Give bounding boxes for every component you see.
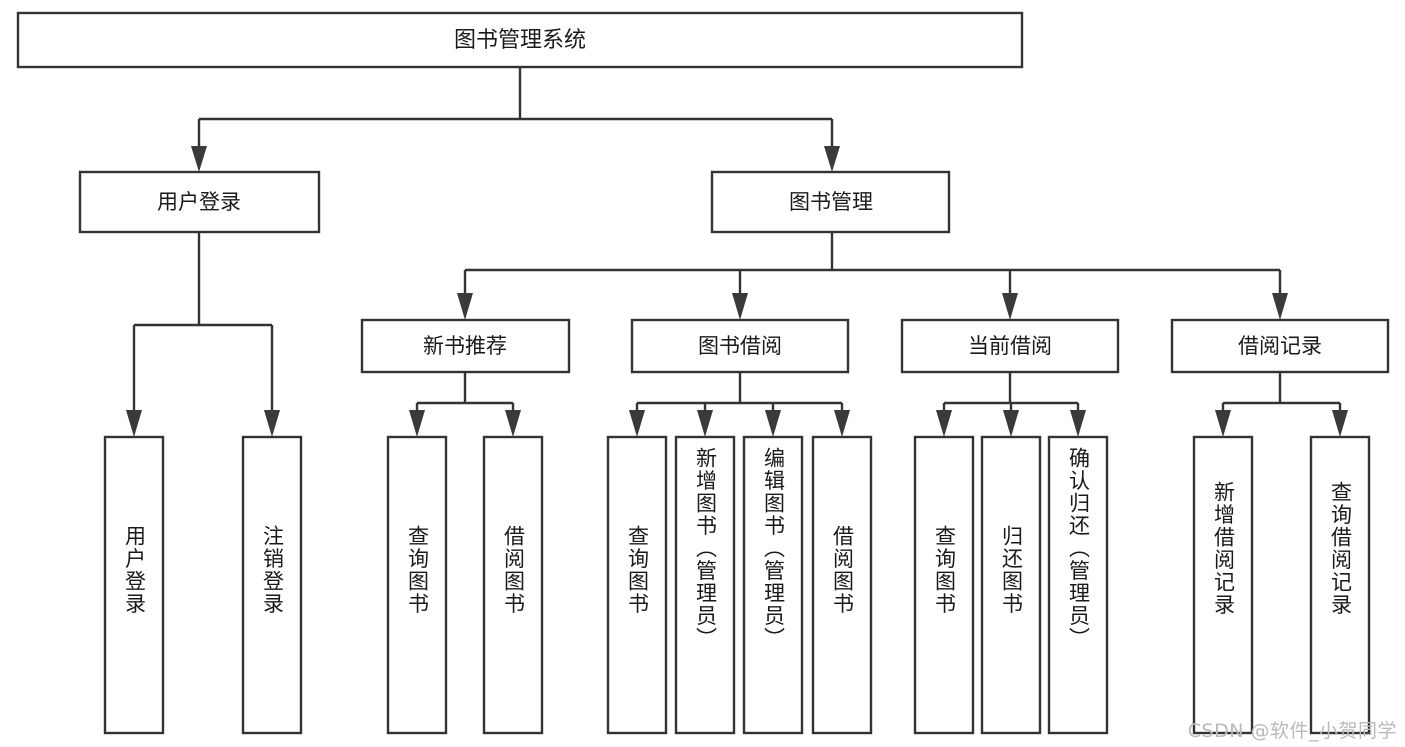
connector-group-book-mgmt: [457, 232, 1288, 320]
node-root-box[interactable]: [16, 11, 1024, 69]
node-borrow-record-label: 借阅记录: [1238, 334, 1322, 358]
leaf-box-new-book-1[interactable]: [386, 435, 448, 735]
arrow-head-book-mgmt: [824, 146, 840, 172]
node-new-book-recommend[interactable]: 新书推荐: [360, 318, 571, 374]
connector-group-user-login: [126, 232, 280, 437]
node-new-book-recommend-label: 新书推荐: [423, 334, 507, 358]
leaf-box-user-login-1[interactable]: [103, 435, 165, 735]
arrow-head-current-borrow: [1002, 293, 1018, 320]
node-current-borrow-label: 当前借阅: [968, 334, 1052, 358]
leaf-boxes-borrow-record: [1192, 435, 1371, 735]
node-book-borrow-label: 图书借阅: [698, 334, 782, 358]
arrow-head-bb-child-2: [697, 410, 713, 437]
leaf-boxes-new-book: [386, 435, 544, 735]
arrow-head-user-login: [191, 146, 207, 172]
connector-group-root: [191, 67, 840, 172]
leaf-boxes-book-borrow: [606, 435, 873, 735]
arrow-head-cb-child-3: [1070, 410, 1086, 437]
node-borrow-record[interactable]: 借阅记录: [1170, 318, 1390, 374]
leaf-box-current-borrow-1[interactable]: [913, 435, 975, 735]
leaf-box-user-login-2[interactable]: [241, 435, 303, 735]
arrow-head-cb-child-1: [936, 410, 952, 437]
arrow-head-ul-child-2: [264, 410, 280, 437]
arrow-head-nb-child-1: [409, 410, 425, 437]
leaf-box-current-borrow-2[interactable]: [980, 435, 1042, 735]
node-user-login-box[interactable]: [78, 170, 321, 234]
connector-group-current-borrow: [936, 372, 1086, 437]
node-borrow-record-box[interactable]: [1170, 318, 1390, 374]
connector-group-book-borrow: [629, 372, 850, 437]
leaf-box-book-borrow-2[interactable]: [674, 435, 736, 735]
node-new-book-recommend-box[interactable]: [360, 318, 571, 374]
arrow-head-br-child-1: [1215, 410, 1231, 437]
leaf-box-book-borrow-1[interactable]: [606, 435, 668, 735]
arrow-head-bb-child-3: [765, 410, 781, 437]
arrow-head-borrow-record: [1272, 293, 1288, 320]
arrow-head-bb-child-4: [834, 410, 850, 437]
connector-group-borrow-record: [1215, 372, 1348, 437]
node-book-borrow-box[interactable]: [630, 318, 850, 374]
node-book-borrow[interactable]: 图书借阅: [630, 318, 850, 374]
node-root-label: 图书管理系统: [454, 28, 586, 53]
leaf-box-new-book-2[interactable]: [482, 435, 544, 735]
leaf-box-borrow-record-2[interactable]: [1309, 435, 1371, 735]
arrow-head-nb-child-2: [505, 410, 521, 437]
arrow-head-ul-child-1: [126, 410, 142, 437]
leaf-boxes-user-login: [103, 435, 303, 735]
node-book-management-label: 图书管理: [789, 190, 873, 214]
node-book-management[interactable]: 图书管理: [710, 170, 951, 234]
leaf-box-borrow-record-1[interactable]: [1192, 435, 1254, 735]
node-user-login-label: 用户登录: [157, 190, 241, 214]
leaf-box-book-borrow-4[interactable]: [811, 435, 873, 735]
leaf-box-book-borrow-3[interactable]: [742, 435, 804, 735]
node-current-borrow[interactable]: 当前借阅: [900, 318, 1120, 374]
arrow-head-br-child-2: [1332, 410, 1348, 437]
node-root[interactable]: 图书管理系统: [16, 11, 1024, 69]
arrow-head-book-borrow: [732, 293, 748, 320]
arrow-head-new-book: [457, 293, 473, 320]
leaf-box-current-borrow-3[interactable]: [1047, 435, 1109, 735]
connector-group-new-book: [409, 372, 521, 437]
leaf-boxes-current-borrow: [913, 435, 1109, 735]
node-user-login[interactable]: 用户登录: [78, 170, 321, 234]
node-book-management-box[interactable]: [710, 170, 951, 234]
node-current-borrow-box[interactable]: [900, 318, 1120, 374]
arrow-head-bb-child-1: [629, 410, 645, 437]
arrow-head-cb-child-2: [1003, 410, 1019, 437]
